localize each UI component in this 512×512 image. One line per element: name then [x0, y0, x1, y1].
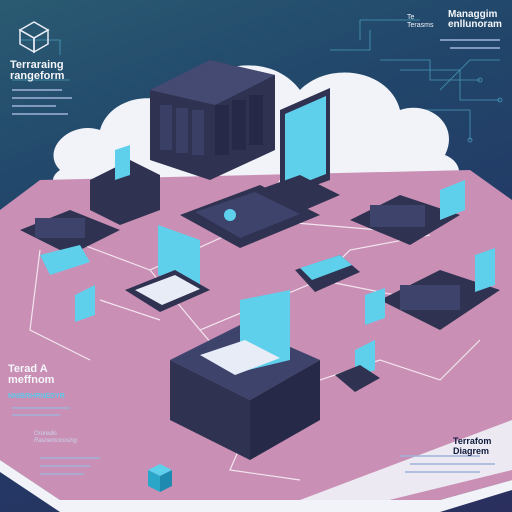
workstation-center — [180, 185, 320, 248]
title-lower-left: Ororedis Rasnemocosing — [34, 431, 78, 444]
text-lines-decor — [12, 39, 500, 475]
front-server — [170, 290, 320, 460]
center-device — [295, 255, 360, 292]
title-top-right-small: Te Terasms — [407, 14, 434, 29]
logo-cube-icon — [18, 21, 50, 54]
lower-right-box — [335, 365, 380, 392]
laptop-left — [125, 225, 210, 312]
right-cluster-top — [350, 180, 465, 245]
subtitle-middle-left: NNIBRHRNEDYR — [8, 393, 65, 400]
bottom-cube — [148, 464, 172, 492]
mid-left-screen — [75, 285, 95, 322]
platform-edge — [0, 460, 512, 512]
title-bottom-right: Terrafom Diagrem — [453, 436, 492, 456]
left-devices — [20, 145, 160, 275]
title-top-left: Terraraing rangeform — [10, 59, 65, 82]
title-middle-left: Terad A meffnom — [8, 363, 55, 386]
server-rack — [150, 60, 275, 180]
title-top-right: Managgim enllunoram — [448, 9, 502, 30]
right-cluster-bottom — [365, 248, 500, 330]
circuit-lines — [12, 19, 503, 143]
